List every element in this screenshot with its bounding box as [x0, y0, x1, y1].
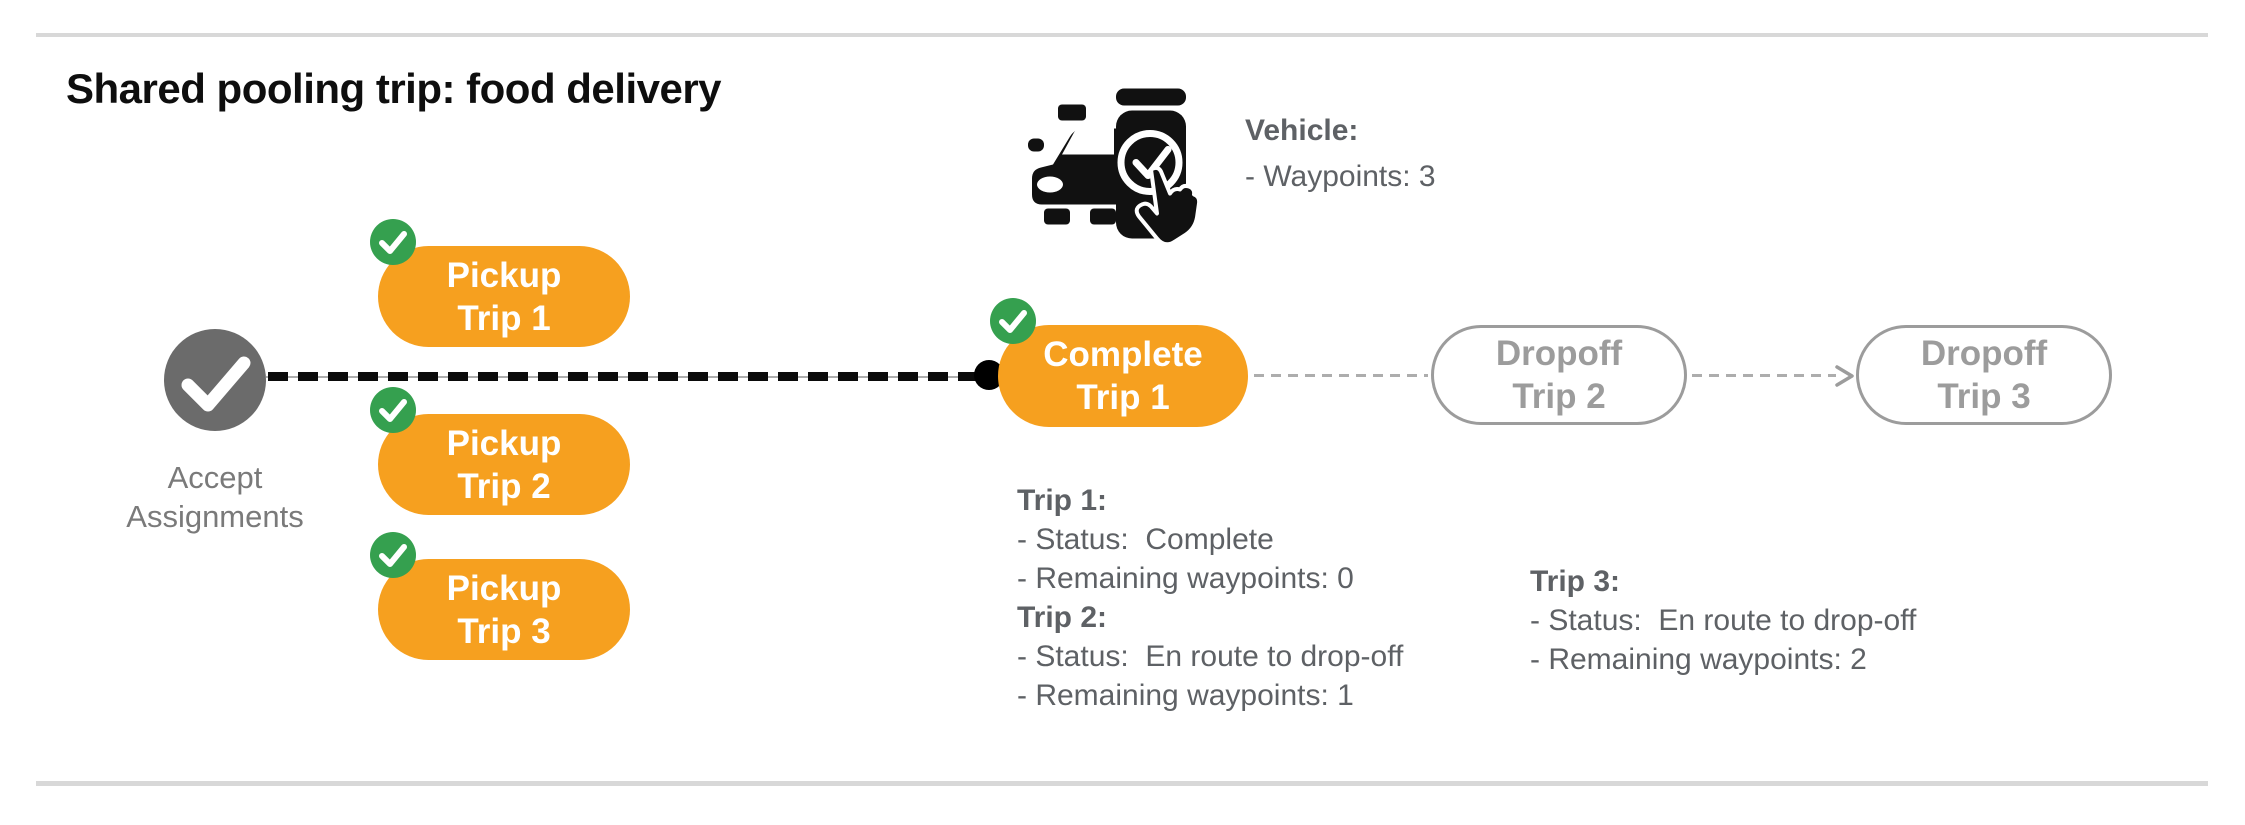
top-rule [36, 33, 2208, 37]
trip-3-status: - Status: En route to drop-off [1530, 604, 1917, 637]
diagram-title: Shared pooling trip: food delivery [66, 65, 722, 112]
node-complete-trip-1: Complete Trip 1 [990, 298, 1248, 427]
trip-details-left: Trip 1: - Status: Complete - Remaining way… [1017, 481, 1403, 715]
bottom-rule [36, 781, 2208, 786]
check-icon [370, 532, 416, 578]
check-icon [990, 298, 1036, 344]
arrow-right-icon [1834, 364, 1856, 388]
trip-3-heading: Trip 3: [1530, 565, 1621, 598]
trip-1-waypoints: - Remaining waypoints: 0 [1017, 562, 1354, 595]
trip-2-status: - Status: En route to drop-off [1017, 640, 1404, 673]
node-pickup-trip-1: Pickup Trip 1 [370, 219, 630, 347]
node-dropoff-trip-2: Dropoff Trip 2 [1431, 325, 1687, 425]
trip-2-heading: Trip 2: [1017, 601, 1108, 634]
edge-traveled-dashed [268, 372, 982, 381]
edge-to-dropoff-3 [1692, 374, 1836, 377]
trip-details-right: Trip 3: - Status: En route to drop-off - R… [1530, 562, 1916, 679]
check-icon [370, 387, 416, 433]
vehicle-label: Vehicle: [1245, 114, 1359, 147]
trip-1-heading: Trip 1: [1017, 484, 1108, 517]
edge-to-dropoff-2 [1254, 374, 1428, 377]
check-icon [370, 219, 416, 265]
car-smartphone-check-icon [1028, 84, 1202, 250]
check-icon [181, 356, 251, 412]
node-pickup-trip-3: Pickup Trip 3 [370, 532, 630, 660]
node-dropoff-trip-3: Dropoff Trip 3 [1856, 325, 2112, 425]
node-accept-assignments [164, 329, 266, 431]
trip-2-waypoints: - Remaining waypoints: 1 [1017, 679, 1354, 712]
node-pickup-trip-2: Pickup Trip 2 [370, 387, 630, 515]
trip-1-status: - Status: Complete [1017, 523, 1274, 556]
vehicle-waypoints: - Waypoints: 3 [1245, 160, 1436, 193]
vehicle-info: Vehicle: - Waypoints: 3 [1245, 108, 1436, 200]
trip-3-waypoints: - Remaining waypoints: 2 [1530, 643, 1867, 676]
